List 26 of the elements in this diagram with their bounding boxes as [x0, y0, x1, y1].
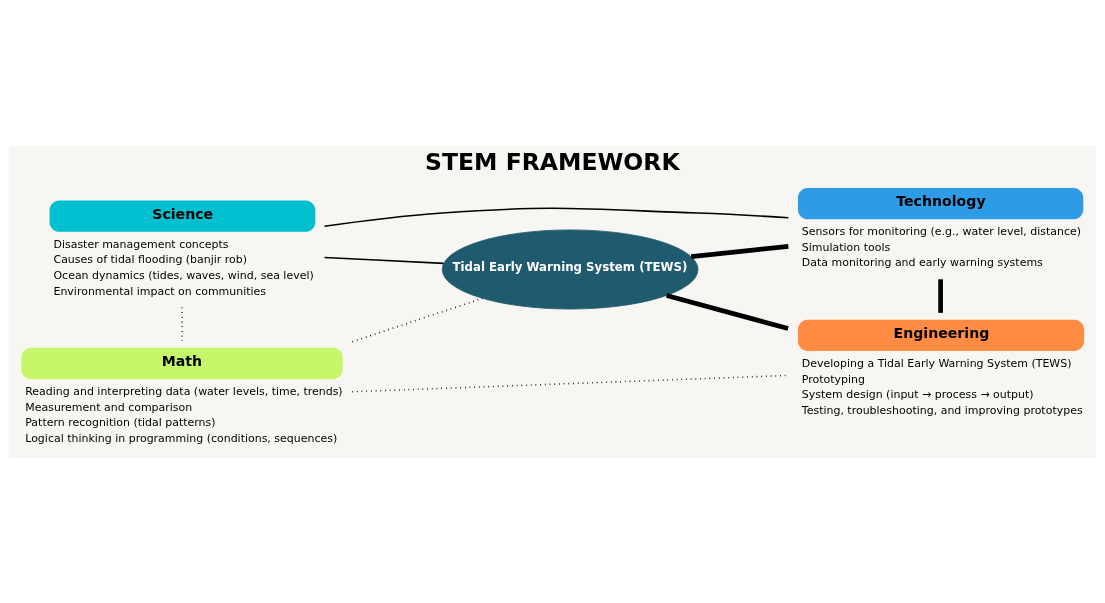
- node-label: Measurement and comparison: [25, 400, 193, 414]
- connector: [323, 256, 445, 264]
- node-label: Prototyping: [801, 372, 865, 386]
- node-ellipse: Tidal Early Warning System (TEWS): [441, 229, 699, 309]
- connector: [323, 207, 790, 227]
- node-label: Simulation tools: [801, 240, 891, 254]
- node-label: Disaster management concepts: [53, 237, 229, 251]
- connector: [666, 292, 789, 331]
- node-label: Pattern recognition (tidal patterns): [25, 415, 216, 429]
- node-box: Math: [21, 347, 343, 379]
- diagram-title: STEM FRAMEWORK: [425, 147, 680, 176]
- node-label: System design (input → process → output): [801, 387, 1034, 401]
- node-box: Technology: [797, 187, 1084, 219]
- node-label: Causes of tidal flooding (banjir rob): [53, 252, 248, 266]
- node-label: Sensors for monitoring (e.g., water level, distance): [801, 224, 1082, 238]
- node-label: Data monitoring and early warning systems: [801, 255, 1043, 269]
- node-label: Ocean dynamics (tides, waves, wind, sea level): [53, 268, 314, 282]
- connector: [938, 278, 943, 313]
- node-label: Developing a Tidal Early Warning System (TEWS): [801, 356, 1072, 370]
- connector: [690, 243, 789, 259]
- node-label: Testing, troubleshooting, and improving prototypes: [801, 403, 1083, 417]
- node-box: Science: [49, 200, 316, 232]
- node-box: Engineering: [797, 319, 1085, 351]
- node-label: Logical thinking in programming (conditions, sequences): [25, 431, 338, 445]
- node-label: Environmental impact on communities: [53, 284, 267, 298]
- node-label: Reading and interpreting data (water levels, time, trends): [25, 384, 343, 398]
